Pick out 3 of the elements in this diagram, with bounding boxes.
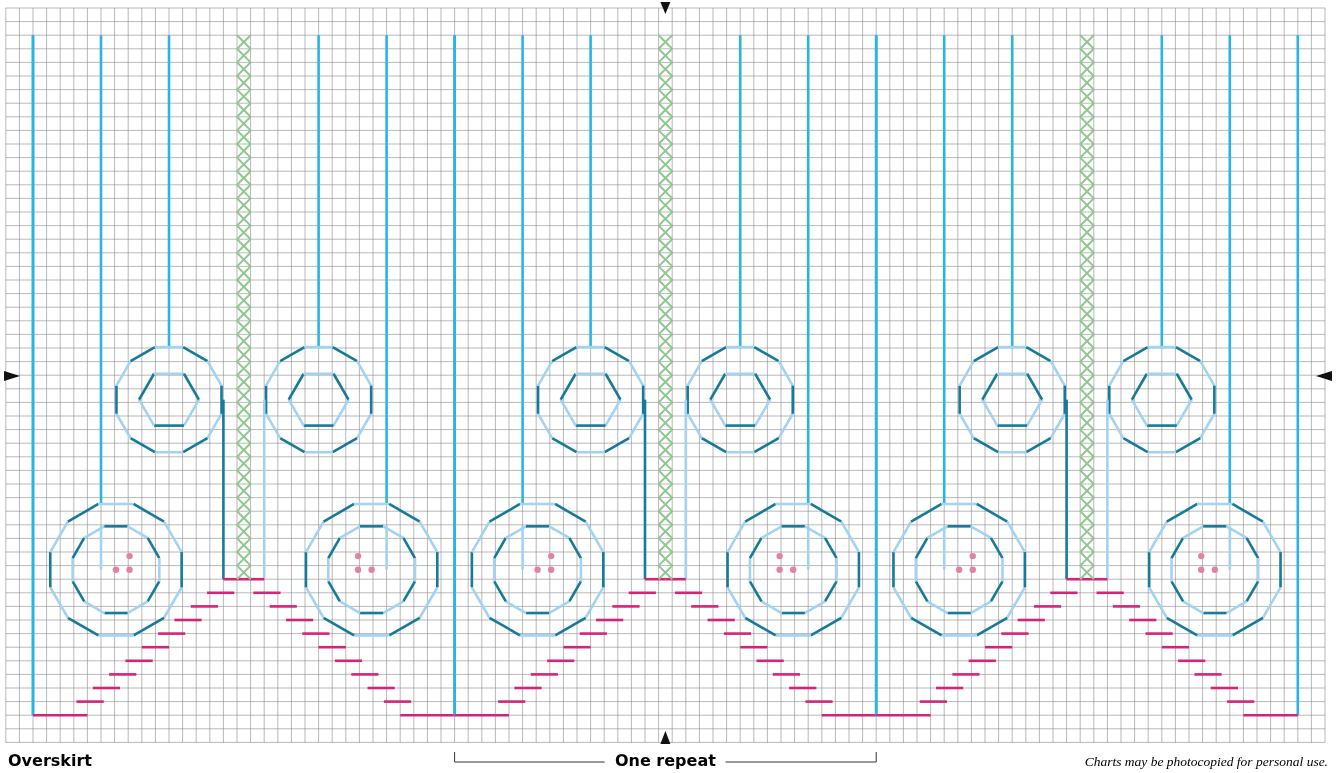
copyright-note: Charts may be photocopied for personal use. xyxy=(1084,754,1328,770)
repeat-label: One repeat xyxy=(604,751,726,770)
chart-title: Overskirt xyxy=(8,751,92,770)
